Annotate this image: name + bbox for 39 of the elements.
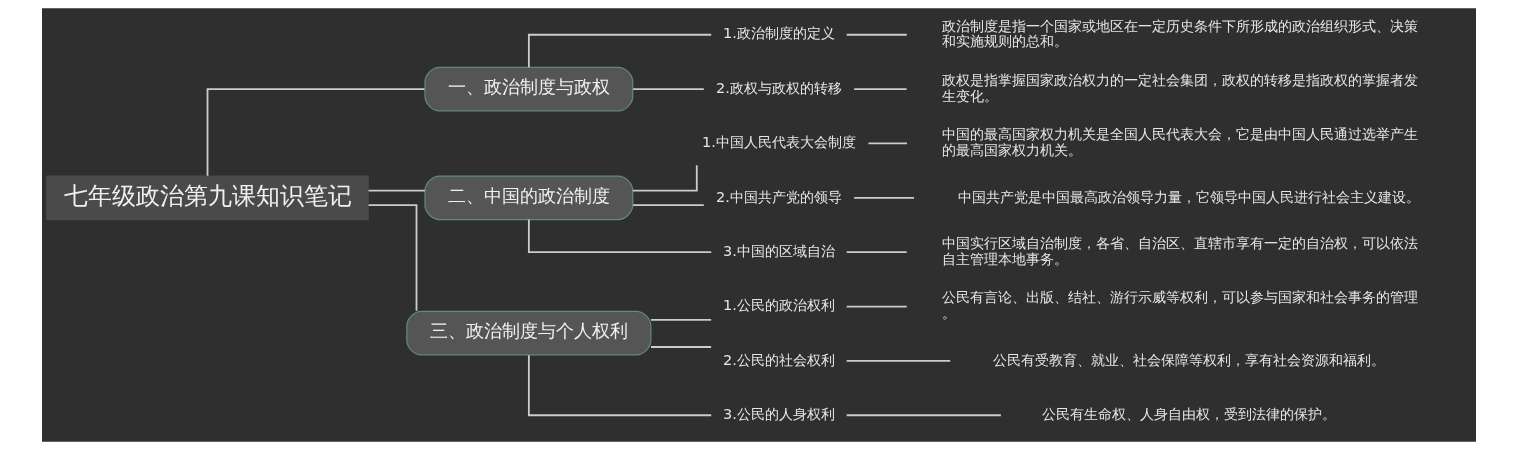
node-text: 政治制度是指一个国家或地区在一定历史条件下所形成的政治组织形式、决策和实施规则的总和。 — [942, 17, 1419, 50]
node-text: 2.公民的社会权利 — [723, 351, 835, 368]
node-text: 1.中国人民代表大会制度 — [702, 134, 856, 151]
node-box: 一、政治制度与政权 — [424, 66, 634, 112]
node-text: 2.政权与政权的转移 — [716, 79, 842, 96]
node-text: 公民有生命权、人身自由权，受到法律的保护。 — [1042, 406, 1337, 423]
node-text: 中国共产党是中国最高政治领导力量，它领导中国人民进行社会主义建设。 — [958, 188, 1421, 205]
node-text: 公民有受教育、就业、社会保障等权利，享有社会资源和福利。 — [993, 351, 1386, 368]
connector — [867, 142, 908, 145]
connector — [632, 204, 705, 206]
connector — [853, 196, 915, 199]
connector — [206, 88, 426, 177]
connector — [853, 88, 908, 90]
connector — [650, 346, 713, 348]
node-text: 3.中国的区域自治 — [723, 242, 835, 259]
node-text: 2.中国共产党的领导 — [716, 188, 842, 205]
connector — [367, 189, 426, 192]
connector — [845, 360, 952, 362]
node-text: 中国实行区域自治制度，各省、自治区、直辖市享有一定的自治权，可以依法自主管理本地事务。 — [942, 235, 1419, 267]
connector — [845, 251, 908, 254]
node-box: 七年级政治第九课知识笔记 — [46, 175, 369, 221]
connector — [527, 354, 713, 417]
connector — [527, 218, 713, 254]
connector — [527, 33, 713, 69]
node-text: 公民有言论、出版、结社、游行示威等权利，可以参与国家和社会事务的管理。 — [942, 289, 1419, 322]
connector — [631, 164, 698, 192]
node-text: 政权是指掌握国家政治权力的一定社会集团，政权的转移是指政权的掌握者发生变化。 — [942, 71, 1419, 104]
node-box: 三、政治制度与个人权利 — [406, 310, 652, 356]
connector — [367, 204, 418, 312]
connector — [650, 318, 713, 321]
connector — [845, 414, 1002, 417]
connector — [845, 33, 908, 36]
connector — [632, 88, 705, 90]
node-text: 中国的最高国家权力机关是全国人民代表大会，它是由中国人民通过选举产生的最高国家权力机关。 — [942, 126, 1419, 159]
connector — [845, 305, 908, 308]
node-box: 二、中国的政治制度 — [424, 175, 634, 221]
node-text: 1.公民的政治权利 — [723, 297, 835, 314]
node-text: 1.政治制度的定义 — [723, 25, 835, 42]
node-text: 3.公民的人身权利 — [723, 406, 835, 423]
